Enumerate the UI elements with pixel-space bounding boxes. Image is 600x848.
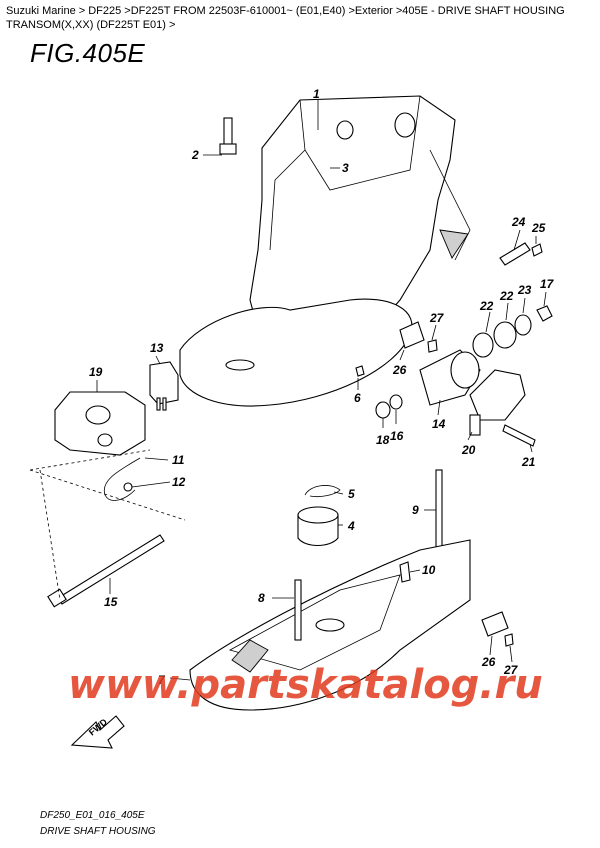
callout-8[interactable]: 8	[258, 591, 265, 605]
washer-part-18[interactable]	[375, 401, 391, 419]
callout-15[interactable]: 15	[104, 595, 118, 609]
bolt-part-21[interactable]	[502, 424, 536, 447]
callout-27a[interactable]: 27	[429, 311, 445, 325]
callout-27b[interactable]: 27	[503, 663, 519, 677]
callout-11[interactable]: 11	[172, 453, 185, 467]
callout-26b[interactable]: 26	[481, 655, 496, 669]
washer-part-23[interactable]	[514, 314, 532, 336]
callout-25[interactable]: 25	[531, 221, 546, 235]
callout-22b[interactable]: 22	[499, 289, 514, 303]
bolt-part-27[interactable]	[427, 339, 438, 353]
callout-13[interactable]: 13	[150, 341, 164, 355]
callout-16[interactable]: 16	[390, 429, 404, 443]
callout-10[interactable]: 10	[422, 563, 436, 577]
figure-code: DF250_E01_016_405E	[40, 810, 145, 821]
bolt-part-2[interactable]	[219, 117, 237, 155]
mount-part-20[interactable]	[469, 369, 526, 436]
screw-part-6[interactable]	[355, 365, 365, 377]
drive-shaft-housing-part[interactable]	[249, 95, 471, 361]
callout-14[interactable]: 14	[432, 417, 446, 431]
figure-name: DRIVE SHAFT HOUSING	[40, 826, 156, 837]
callout-9[interactable]: 9	[412, 503, 419, 517]
callout-26a[interactable]: 26	[392, 363, 407, 377]
callout-leaders	[96, 100, 547, 681]
fwd-arrow-icon: FWD	[70, 715, 125, 749]
callout-7[interactable]: 7	[158, 673, 166, 687]
bracket-part-19[interactable]	[54, 391, 146, 456]
screw-part-25[interactable]	[531, 243, 543, 257]
callout-20[interactable]: 20	[461, 443, 476, 457]
callout-18[interactable]: 18	[376, 433, 390, 447]
callout-6[interactable]: 6	[354, 391, 361, 405]
clip-part-5[interactable]	[304, 485, 341, 498]
callout-21[interactable]: 21	[521, 455, 536, 469]
spacer-part-26b[interactable]	[481, 611, 509, 637]
callout-17[interactable]: 17	[540, 277, 555, 291]
breadcrumb: Suzuki Marine > DF225 >DF225T FROM 22503…	[6, 4, 594, 32]
callout-24[interactable]: 24	[511, 215, 526, 229]
spacer-part-26[interactable]	[399, 321, 425, 349]
anti-ventilation-plate[interactable]	[179, 298, 413, 407]
pin-part-10[interactable]	[399, 561, 411, 583]
long-bolt-part-15[interactable]	[47, 534, 165, 608]
watermark-text: www.partskatalog.ru	[68, 662, 543, 708]
stud-part-9[interactable]	[435, 469, 443, 556]
callout-2[interactable]: 2	[191, 148, 199, 162]
bushing-part-14[interactable]	[419, 349, 481, 406]
callout-1[interactable]: 1	[313, 87, 320, 101]
stud-part-8[interactable]	[294, 579, 302, 641]
callout-19[interactable]: 19	[89, 365, 103, 379]
clip-part-24[interactable]	[499, 242, 531, 266]
nut-part-17[interactable]	[536, 305, 553, 322]
collar-part-4[interactable]	[297, 506, 339, 547]
wire-part-11[interactable]	[103, 457, 141, 501]
lower-housing-part-7[interactable]	[189, 539, 471, 711]
callout-labels: 1 2 3 4 5 6 7 8 9 10 11 12 13 14 15 16 1…	[89, 87, 555, 687]
breadcrumb-text[interactable]: Suzuki Marine > DF225 >DF225T FROM 22503…	[6, 5, 565, 31]
washer-part-22b[interactable]	[493, 321, 517, 349]
bolt-part-27b[interactable]	[504, 633, 514, 647]
washer-part-16[interactable]	[389, 394, 403, 410]
callout-23[interactable]: 23	[517, 283, 532, 297]
washer-part-22a[interactable]	[472, 332, 494, 358]
callout-12[interactable]: 12	[172, 475, 186, 489]
callout-5[interactable]: 5	[348, 487, 355, 501]
figure-title: FIG.405E	[30, 38, 146, 68]
callout-22a[interactable]: 22	[479, 299, 494, 313]
callout-4[interactable]: 4	[347, 519, 355, 533]
bracket-part-13[interactable]	[149, 361, 179, 411]
screw-part-12[interactable]	[123, 482, 133, 492]
callout-3[interactable]: 3	[342, 161, 349, 175]
